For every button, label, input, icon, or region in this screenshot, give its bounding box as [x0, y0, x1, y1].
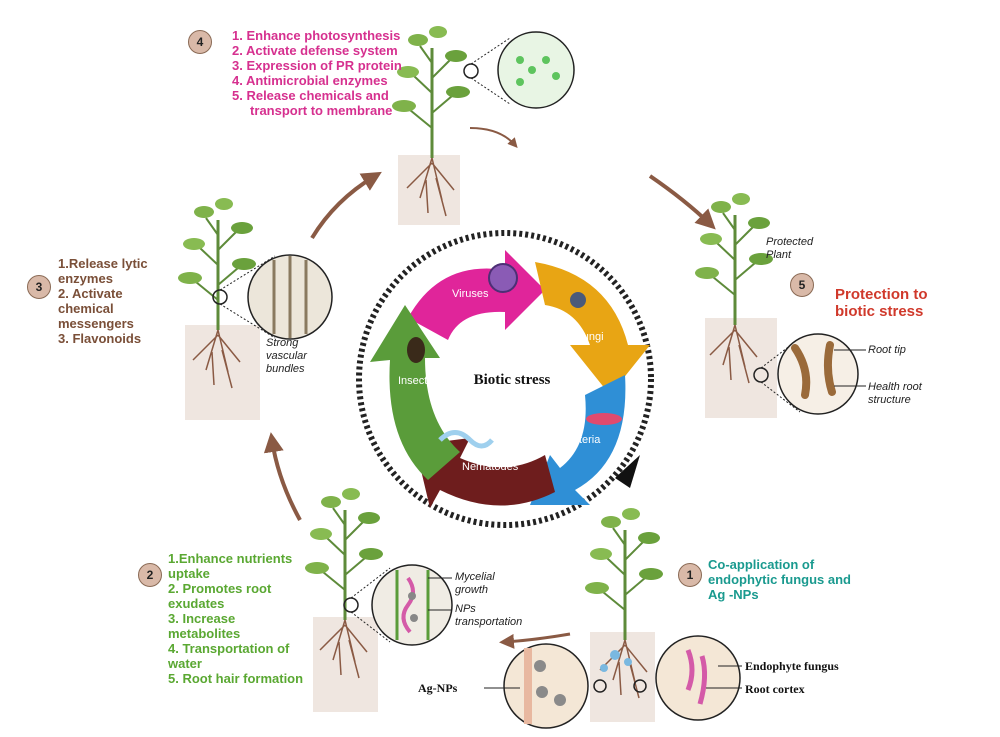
step-4-list: 1. Enhance photosynthesis 2. Activate de… [232, 28, 402, 118]
step-5-line: Protection to [835, 286, 928, 303]
step-4-item: 1. Enhance photosynthesis [232, 28, 401, 43]
step-2-item: exudates [168, 596, 225, 611]
step-3-item: chemical [58, 301, 114, 316]
step-badge-1: 1 [678, 563, 702, 587]
step-2-item: 3. Increase [168, 611, 236, 626]
step-5-line: biotic stress [835, 303, 924, 320]
label-nematodes: Nematodes [462, 461, 519, 473]
step-2-item: metabolites [168, 626, 241, 641]
nanoparticle-zoom [503, 643, 589, 729]
ag-nps-label: Ag-NPs [418, 681, 458, 695]
endophyte-label: Endophyte fungus [745, 659, 839, 673]
step-3-item: enzymes [58, 271, 113, 286]
cycle-arrow-3-to-4 [310, 171, 382, 240]
soil-box-2 [313, 617, 378, 712]
segment-fungi [535, 262, 650, 395]
cycle-arrow-1-to-2 [499, 632, 571, 649]
label-insects: Insects [398, 375, 433, 387]
zoom-marker-4 [463, 63, 479, 79]
mycelial-zoom [371, 564, 453, 646]
bacteria-icon [586, 413, 622, 425]
nematode-icon [438, 430, 494, 449]
zoom-marker-1b [633, 679, 647, 693]
step-2-item: uptake [168, 566, 210, 581]
step-5-text: Protection to biotic stress [835, 286, 928, 320]
virus-icon [488, 263, 518, 293]
step-3-item: 2. Activate [58, 286, 123, 301]
cycle-arrow-4-to-5 [648, 174, 716, 230]
cycle-arrow-2-to-3 [263, 432, 302, 521]
fungi-icon [570, 292, 586, 308]
step-4-item: transport to membrane [232, 103, 393, 118]
step-4-item: 2. Activate defense system [232, 43, 398, 58]
step-3-list: 1.Release lytic enzymes 2. Activate chem… [58, 256, 148, 346]
step-1-text: Co-application of endophytic fungus and … [708, 557, 851, 602]
step-3-item: 1.Release lytic [58, 256, 148, 271]
step-1-line: endophytic fungus and [708, 572, 851, 587]
step-4-item: 4. Antimicrobial enzymes [232, 73, 388, 88]
step-2-list: 1.Enhance nutrients uptake 2. Promotes r… [168, 551, 303, 686]
small-arrow-top [469, 127, 518, 148]
step-3-item: messengers [58, 316, 134, 331]
step-2-item: 5. Root hair formation [168, 671, 304, 686]
soil-box-1 [590, 632, 655, 722]
root-cortex-label: Root cortex [745, 682, 805, 696]
step-1-line: Ag -NPs [708, 587, 759, 602]
step-4-item: 3. Expression of PR protein [232, 58, 402, 73]
label-fungi: Fungi [576, 331, 604, 343]
step-badge-4: 4 [188, 30, 212, 54]
segment-bacteria [530, 375, 626, 505]
ring-arrowhead [615, 455, 640, 488]
label-viruses: Viruses [452, 288, 489, 300]
step-badge-5: 5 [790, 273, 814, 297]
label-bacteria: Bacteria [560, 434, 601, 446]
step-2-item: 4. Transportation of [168, 641, 290, 656]
step-badge-3: 3 [27, 275, 51, 299]
step-3-item: 3. Flavonoids [58, 331, 142, 346]
nps-transport-label: NPs transportation [455, 603, 523, 628]
soil-box-5 [705, 318, 777, 418]
strong-vascular-label: Strong vascular bundles [266, 337, 307, 375]
step-1-line: Co-application of [708, 557, 815, 572]
dotted-ring [356, 230, 654, 528]
soil-box-3 [185, 325, 260, 420]
insect-icon [407, 337, 425, 363]
step-2-item: 1.Enhance nutrients [168, 551, 293, 566]
health-root-label: Health root structure [868, 381, 922, 406]
root-tip-zoom [777, 333, 859, 415]
center-title: Biotic stress [474, 372, 551, 388]
step-badge-2: 2 [138, 563, 162, 587]
step-2-item: water [168, 656, 202, 671]
step-2-item: 2. Promotes root [168, 581, 272, 596]
root-tip-label: Root tip [868, 344, 906, 356]
protected-plant-label: Protected Plant [766, 236, 814, 261]
segment-insects [370, 305, 460, 480]
mycelial-growth-label: Mycelial growth [455, 571, 495, 596]
zoom-marker-1a [593, 679, 607, 693]
endophyte-zoom [655, 635, 741, 721]
step-4-item: 5. Release chemicals and [232, 88, 389, 103]
